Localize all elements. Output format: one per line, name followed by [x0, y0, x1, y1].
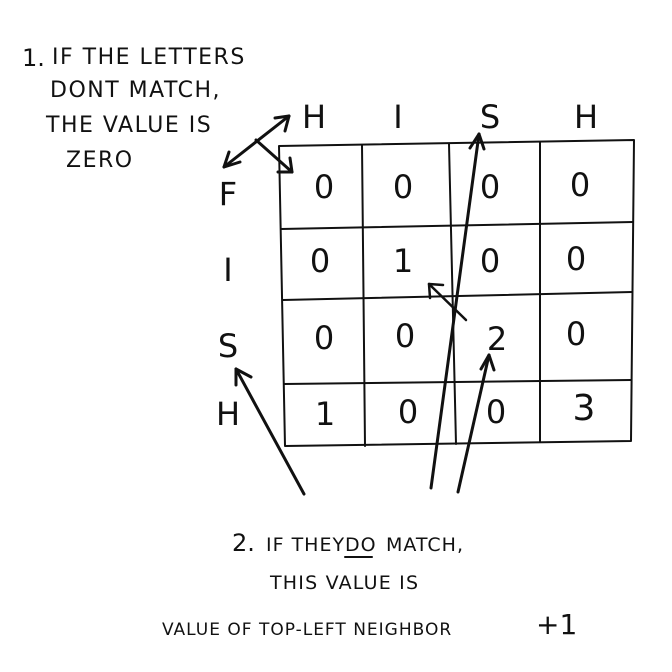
note-1-number: 1. — [22, 44, 45, 72]
grid-cell: 1 — [393, 242, 413, 280]
grid-line-v2 — [448, 143, 457, 445]
grid-cell: 0 — [566, 240, 586, 278]
note-2-number: 2. — [232, 529, 255, 557]
grid-line-h1 — [280, 221, 634, 230]
note-2-line-3-suffix: +1 — [536, 608, 577, 641]
note-2-line-1-after: MATCH, — [386, 534, 464, 556]
note-2-emphasis: DO — [345, 534, 377, 556]
note-2: 2. IF THEY DO MATCH, THIS VALUE IS VALUE… — [162, 529, 577, 641]
row-letters: F I S H — [216, 175, 240, 433]
grid-cell: 0 — [398, 393, 418, 431]
note-1-line-3: THE VALUE IS — [45, 113, 212, 138]
grid-cell: 3 — [573, 388, 596, 429]
row-letter: S — [218, 327, 238, 365]
grid-cell: 0 — [480, 242, 500, 280]
grid-cell: 1 — [315, 395, 335, 433]
column-letter: H — [574, 98, 598, 136]
note-1-line-2: DONT MATCH, — [50, 78, 221, 103]
note-2-line-2: THIS VALUE IS — [269, 572, 419, 594]
column-letters: H I S H — [302, 98, 598, 136]
column-letter: H — [302, 98, 326, 136]
grid-cell: 0 — [393, 168, 413, 206]
row-letter: H — [216, 395, 240, 433]
grid-line-h3 — [283, 379, 632, 385]
grid-cell: 0 — [566, 315, 586, 353]
grid-line-v1 — [361, 144, 366, 447]
row-letter: F — [219, 175, 237, 213]
column-letter: S — [480, 98, 500, 136]
cell-arrow-icon — [456, 353, 496, 494]
double-arrow-icon — [222, 114, 294, 174]
note-1-line-1: IF THE LETTERS — [52, 45, 246, 70]
grid-cell: 0 — [395, 317, 415, 355]
grid-cell: 0 — [314, 168, 334, 206]
row-arrow-icon — [234, 367, 306, 496]
note-1-line-4: ZERO — [66, 148, 134, 173]
grid-cells: 0 0 0 0 0 1 0 0 0 0 2 0 1 0 0 3 — [310, 166, 596, 433]
note-2-line-1-before: IF THEY — [266, 534, 345, 556]
note-1: 1. IF THE LETTERS DONT MATCH, THE VALUE … — [22, 44, 246, 173]
grid-cell: 0 — [310, 242, 330, 280]
note-2-line-3: VALUE OF TOP-LEFT NEIGHBOR — [162, 620, 452, 640]
grid-lines — [278, 139, 635, 447]
grid-cell: 0 — [314, 319, 334, 357]
row-letter: I — [223, 251, 232, 289]
grid-cell: 0 — [480, 168, 500, 206]
grid-cell: 2 — [487, 320, 507, 358]
grid-cell: 0 — [570, 166, 590, 204]
top-left-neighbor-arrow-icon — [427, 282, 468, 322]
grid-cell: 0 — [486, 393, 506, 431]
grid-outline — [278, 139, 635, 447]
column-letter: I — [393, 98, 402, 136]
